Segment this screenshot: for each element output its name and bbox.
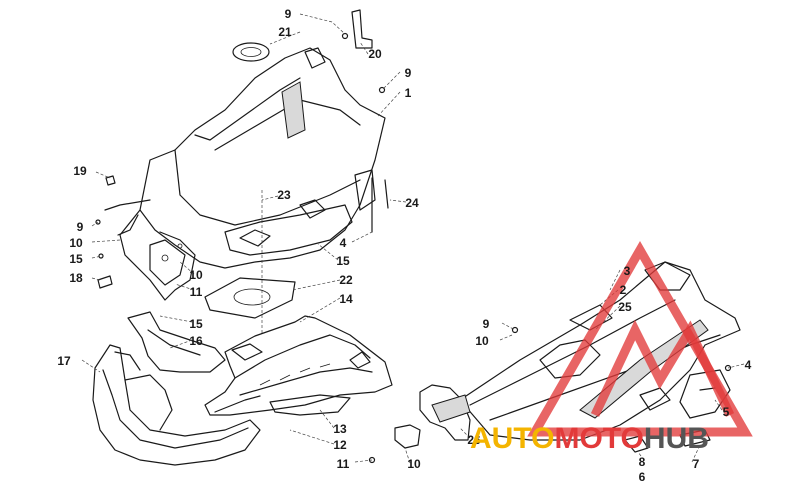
callout-c4a: 4 xyxy=(340,236,347,250)
watermark-part-1: AUTO xyxy=(470,422,554,455)
watermark-part-2: MOTO xyxy=(554,422,643,455)
callout-c9d: 9 xyxy=(483,317,490,331)
callout-c10d: 10 xyxy=(407,457,421,471)
callout-c10b: 10 xyxy=(189,268,203,282)
callout-c18: 18 xyxy=(69,271,83,285)
callout-c13: 13 xyxy=(333,422,347,436)
callout-c14: 14 xyxy=(339,292,353,306)
gasket-plate-part xyxy=(204,277,296,319)
cover-16-part xyxy=(127,311,226,373)
callout-c15b: 15 xyxy=(336,254,350,268)
callout-c20: 20 xyxy=(368,47,382,61)
callout-c12: 12 xyxy=(333,438,347,452)
callout-c22: 22 xyxy=(339,273,353,287)
front-bumper-part xyxy=(92,344,261,466)
callout-c25: 25 xyxy=(618,300,632,314)
callout-c5: 5 xyxy=(723,405,730,419)
callout-c8: 8 xyxy=(639,455,646,469)
callout-c24: 24 xyxy=(405,196,419,210)
callout-c3: 3 xyxy=(624,264,631,278)
fastener-19-part xyxy=(105,175,116,186)
callout-c11b: 11 xyxy=(337,457,350,471)
watermark-letter-m-icon xyxy=(590,319,735,417)
bracket-part xyxy=(351,9,373,49)
callout-c10a: 10 xyxy=(69,236,83,250)
watermark-text: AUTOMOTOHUB xyxy=(470,422,709,455)
callout-c26: 26 xyxy=(467,433,481,447)
callout-c4b: 4 xyxy=(745,358,752,372)
callout-c16: 16 xyxy=(189,334,203,348)
callout-c9b: 9 xyxy=(405,66,412,80)
hardware-8-part xyxy=(624,435,649,453)
watermark-part-3: HUB xyxy=(644,422,709,455)
callout-c7: 7 xyxy=(693,457,700,471)
callout-c17: 17 xyxy=(57,354,71,368)
callout-c11a: 11 xyxy=(190,285,203,299)
callout-c19: 19 xyxy=(73,164,87,178)
callout-c9a: 9 xyxy=(285,7,292,21)
grommet-ring-part xyxy=(232,42,270,62)
callout-c10c: 10 xyxy=(475,334,489,348)
belly-pan-part xyxy=(204,315,393,416)
clip-18-part xyxy=(97,275,113,289)
callout-c1: 1 xyxy=(405,86,412,100)
callout-c2: 2 xyxy=(620,283,627,297)
watermark xyxy=(527,240,753,437)
leader-lines xyxy=(81,13,745,464)
callout-c23: 23 xyxy=(277,188,291,202)
front-housing-part xyxy=(104,47,386,301)
callout-c15a: 15 xyxy=(69,252,83,266)
callout-c6: 6 xyxy=(639,470,646,484)
callout-c15c: 15 xyxy=(189,317,203,331)
mount-bracket-part xyxy=(394,384,471,449)
callout-c21: 21 xyxy=(278,25,292,39)
callout-c9c: 9 xyxy=(77,220,84,234)
